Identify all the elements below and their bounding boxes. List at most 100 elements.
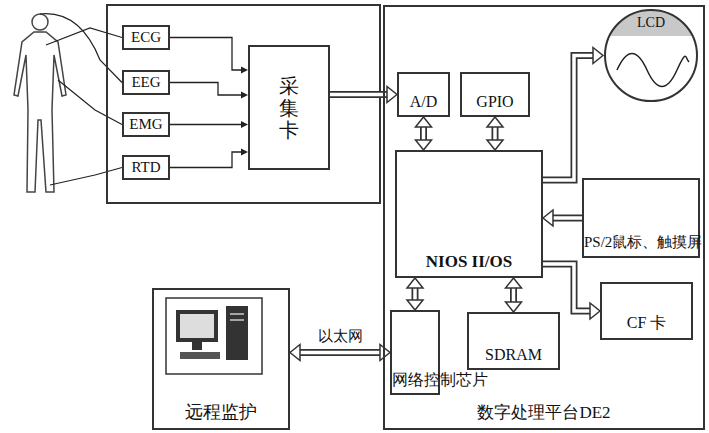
lcd-display: LCD [603,8,699,103]
pc-tower [226,306,248,360]
arrowhead [407,278,423,288]
signal-box: RTD [122,155,170,180]
arrowhead [416,140,432,150]
connector [543,264,600,319]
connector [170,149,248,168]
connector [170,83,248,99]
connector [543,210,582,226]
connector-channel [413,288,417,300]
card-label: 采集卡 [279,75,299,141]
connector [290,345,390,361]
person-body [14,32,66,192]
connector-outline [492,127,499,140]
connector-outline [330,91,387,98]
chip-label: 网络控制芯片 [392,371,425,389]
connector [330,87,397,103]
monitor-title: 远程监护 [154,400,288,424]
connector [506,278,522,312]
arrowhead [487,117,503,127]
device-label: PS/2鼠标、触摸屏 [584,233,664,252]
processor-box: NIOS II/OS [395,150,543,278]
connector-outline [300,349,380,356]
electrode-wire [50,168,122,186]
arrowhead [290,345,300,361]
monitor-stand [192,342,202,350]
display-label: LCD [603,15,699,99]
signal-name: EMG [129,116,162,133]
connector-channel [493,127,497,140]
connector [407,278,423,310]
module-label: A/D [399,93,448,111]
signal-name: ECG [131,29,161,46]
connector-line [170,38,241,71]
icon-frame [166,298,262,374]
arrowhead [506,302,522,312]
connector-channel [300,351,380,355]
storage-label: CF 卡 [602,313,691,334]
memory-label: SDRAM [469,346,558,364]
waveform [617,54,689,87]
keyboard [180,352,220,359]
connector [416,117,432,150]
connector [487,117,503,150]
arrowhead [241,92,248,99]
monitor-screen [180,314,214,338]
drive-slot [230,313,244,315]
signal-box: ECG [122,25,170,50]
edge-label: 以太网 [316,327,365,346]
arrowhead [487,140,503,150]
arrowhead [241,149,248,156]
monitor [176,310,218,342]
electrode-wire [58,80,122,125]
connector-line [170,83,241,96]
module-box: GPIO [460,72,530,117]
arrowhead [593,48,603,64]
arrowhead [590,303,600,319]
arrowhead [506,278,522,288]
memory-box: SDRAM [467,312,560,370]
connector-outline [420,127,427,140]
computer-icon [166,298,262,374]
signal-box: EMG [122,112,170,137]
electrode-wire [46,28,122,45]
arrowhead [543,210,553,226]
acquisition-group-outline [107,5,380,203]
person-head [32,14,48,30]
acquisition-card: 采集卡 [248,45,330,170]
arrowhead [387,87,397,103]
signal-box: EEG [122,70,170,95]
signal-name: EEG [131,74,160,91]
connector-channel [330,93,387,97]
platform-title: 数字处理平台DE2 [385,401,703,424]
module-label: GPIO [462,93,528,111]
platform-box: 数字处理平台DE2 A/D GPIO LCD NIOS II/OS PS/2鼠标、触摸屏网… [383,5,705,430]
module-box: A/D [397,72,450,117]
storage-box: CF 卡 [600,282,693,340]
connector-outline [553,215,582,222]
connector-outline [543,264,590,311]
connector-line [170,152,241,168]
input-device-box: PS/2鼠标、触摸屏 [582,178,700,258]
connector-outline [412,288,419,300]
drive-slot [230,319,244,321]
signal-name: RTD [131,159,160,176]
electrode-wire [40,14,122,83]
arrowhead [416,117,432,127]
connector [543,48,603,181]
connector-channel [553,216,582,220]
connector-outline [543,56,593,181]
connector [170,38,248,74]
arrowhead [241,121,248,128]
connector-channel [543,264,590,311]
connector-outline [510,288,517,302]
remote-monitor-box: 远程监护 [152,288,290,430]
arrowhead [380,345,390,361]
connector-line [170,124,241,125]
arrowhead [407,300,423,310]
connector-channel [422,127,426,140]
connector-channel [512,288,516,302]
processor-label: NIOS II/OS [397,252,541,272]
connector-channel [543,56,593,181]
